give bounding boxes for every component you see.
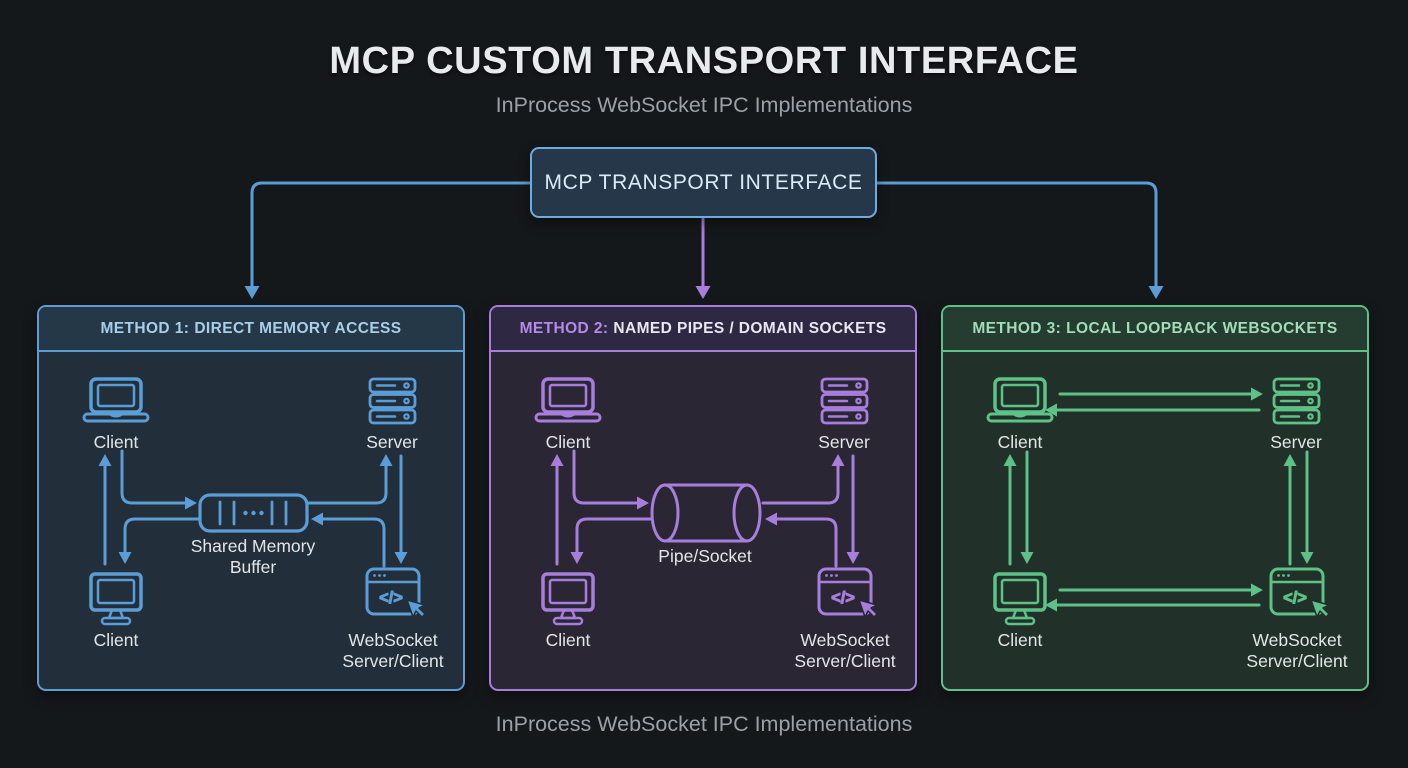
arrow-server-down: [846, 454, 860, 564]
server-icon: [368, 377, 417, 425]
arrow-client-up: [550, 454, 564, 566]
connector-right-arrow: [875, 181, 1164, 299]
client-bottom-label: Client: [93, 630, 139, 650]
cursor-icon: [1310, 599, 1330, 618]
method-2-body: </>: [491, 352, 915, 688]
page-subtitle: InProcess WebSocket IPC Implementations: [495, 93, 913, 117]
client-top-label: Client: [93, 432, 139, 452]
arrow-pipe-to-client: [570, 517, 652, 564]
server-icon: [820, 377, 869, 425]
arrow-server-to-client: [1045, 403, 1261, 417]
code-glyph: </>: [1283, 589, 1307, 607]
websocket-browser-icon: </>: [817, 567, 878, 618]
method-1-panel: METHOD 1: DIRECT MEMORY ACCESS: [37, 305, 465, 691]
arrow-buffer-to-client: [118, 517, 200, 564]
method-1-title-prefix: METHOD 1:: [100, 319, 190, 337]
method-2-title-prefix: METHOD 2:: [519, 319, 609, 337]
method-1-title: DIRECT MEMORY ACCESS: [194, 319, 402, 337]
method-1-flow-arrows: [98, 449, 408, 568]
pipe-socket-label: Pipe/Socket: [658, 546, 752, 566]
websocket-label: WebSocket Server/Client: [794, 630, 896, 671]
arrow-websocket-to-pipe: [765, 512, 838, 568]
websocket-browser-icon: </>: [365, 567, 426, 618]
method-2-panel: METHOD 2: NAMED PIPES / DOMAIN SOCKETS: [489, 305, 917, 691]
server-label: Server: [818, 432, 870, 452]
arrow-websocket-to-buffer: [311, 512, 386, 568]
laptop-icon: [534, 377, 602, 423]
arrow-client-up: [98, 454, 112, 566]
method-3-diagram: </>: [986, 377, 1330, 626]
arrow-buffer-to-server: [307, 454, 393, 505]
page-title: MCP CUSTOM TRANSPORT INTERFACE: [329, 40, 1079, 82]
method-3-title-prefix: METHOD 3:: [972, 319, 1062, 337]
websocket-browser-icon: </>: [1269, 567, 1330, 618]
connector-left-arrow: [244, 181, 532, 299]
code-glyph: </>: [379, 589, 403, 607]
method-2-header: METHOD 2: NAMED PIPES / DOMAIN SOCKETS: [491, 307, 915, 352]
client-bottom-label: Client: [545, 630, 591, 650]
client-top-label: Client: [997, 432, 1043, 452]
shared-memory-buffer-label: Shared Memory Buffer: [190, 536, 316, 577]
footer-caption: InProcess WebSocket IPC Implementations: [495, 712, 913, 736]
monitor-icon: [993, 572, 1047, 626]
server-label: Server: [1270, 432, 1322, 452]
arrow-websocket-to-client: [1045, 598, 1261, 612]
arrow-right-up: [1283, 454, 1297, 566]
server-label: Server: [366, 432, 418, 452]
method-3-title: LOCAL LOOPBACK WEBSOCKETS: [1066, 319, 1338, 337]
shared-memory-buffer-icon: [198, 493, 309, 533]
laptop-icon: [82, 377, 150, 423]
method-2-title: NAMED PIPES / DOMAIN SOCKETS: [613, 319, 887, 337]
arrow-right-down: [1300, 450, 1314, 564]
arrow-server-down: [394, 454, 408, 564]
arrow-left-down: [1020, 450, 1034, 564]
method-1-header: METHOD 1: DIRECT MEMORY ACCESS: [39, 307, 463, 352]
arrow-client-to-websocket: [1058, 583, 1263, 597]
method-1-diagram: </>: [82, 377, 426, 626]
client-top-label: Client: [545, 432, 591, 452]
interface-box-label: MCP TRANSPORT INTERFACE: [544, 170, 863, 194]
pipe-socket-icon: [650, 483, 762, 543]
mcp-transport-interface-box: MCP TRANSPORT INTERFACE: [530, 147, 877, 218]
arrow-client-to-server: [1058, 387, 1263, 401]
title-block: MCP CUSTOM TRANSPORT INTERFACE InProcess…: [0, 40, 1408, 118]
method-3-header: METHOD 3: LOCAL LOOPBACK WEBSOCKETS: [943, 307, 1367, 352]
server-icon: [1272, 377, 1321, 425]
method-2-diagram: </>: [534, 377, 878, 626]
monitor-icon: [541, 572, 595, 626]
client-bottom-label: Client: [997, 630, 1043, 650]
arrow-client-to-buffer: [120, 449, 197, 510]
cursor-icon: [406, 599, 426, 618]
method-2-flow-arrows: [550, 449, 860, 568]
connector-middle-arrow: [695, 217, 711, 299]
method-1-body: </>: [39, 352, 463, 688]
code-glyph: </>: [831, 589, 855, 607]
arrow-pipe-to-server: [761, 454, 845, 505]
method-3-body: </>: [943, 352, 1367, 688]
method-3-panel: METHOD 3: LOCAL LOOPBACK WEBSOCKETS: [941, 305, 1369, 691]
arrow-client-to-pipe: [572, 449, 649, 510]
cursor-icon: [858, 599, 878, 618]
websocket-label: WebSocket Server/Client: [342, 630, 444, 671]
arrow-left-up: [1003, 454, 1017, 566]
method-3-flow-arrows: [1003, 387, 1314, 612]
websocket-label: WebSocket Server/Client: [1246, 630, 1348, 671]
laptop-icon: [986, 377, 1054, 423]
monitor-icon: [89, 572, 143, 626]
